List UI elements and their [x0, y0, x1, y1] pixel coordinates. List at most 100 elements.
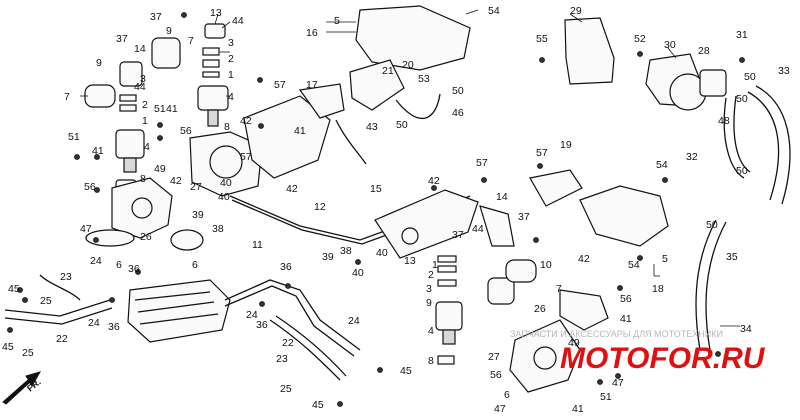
part-label: 57 [240, 151, 252, 163]
part-label: 50 [736, 93, 748, 105]
part-label: 36 [128, 263, 140, 275]
hose-34 [695, 219, 727, 351]
part-label: 57 [536, 147, 548, 159]
part-label: 56 [180, 125, 192, 137]
throttle-body-center [189, 83, 345, 197]
part-label: 1 [432, 259, 438, 271]
part-label: 24 [88, 317, 100, 329]
part-label: 35 [726, 251, 738, 263]
part-label: 50 [452, 85, 464, 97]
part-label: 50 [744, 71, 756, 83]
part-label: 51 [154, 103, 166, 115]
part-label: 37 [150, 11, 162, 23]
part-label: 55 [536, 33, 548, 45]
part-label: 57 [274, 79, 286, 91]
part-label: 50 [706, 219, 718, 231]
pressure-regulator-assembly [645, 53, 727, 111]
part-label: 11 [252, 239, 263, 251]
part-label: 45 [2, 341, 14, 353]
part-label: 6 [504, 389, 510, 401]
part-label: 24 [348, 315, 360, 327]
part-label: 47 [494, 403, 506, 415]
part-label: 43 [366, 121, 378, 133]
part-label: 37 [452, 229, 464, 241]
part-label: 39 [192, 209, 204, 221]
part-label: 51 [68, 131, 80, 143]
part-label: 22 [56, 333, 68, 345]
part-label: 20 [402, 59, 414, 71]
part-label: 54 [656, 159, 668, 171]
part-label: 47 [612, 377, 624, 389]
part-label: 36 [108, 321, 120, 333]
intake-cover-right [564, 17, 615, 85]
part-label: 8 [224, 121, 230, 133]
part-label: 42 [286, 183, 298, 195]
vacuum-hose-center [335, 93, 441, 165]
part-label: 41 [572, 403, 584, 415]
part-label: 2 [228, 53, 234, 65]
part-label: 40 [220, 177, 232, 189]
part-label: 42 [578, 253, 590, 265]
part-label: 56 [620, 293, 632, 305]
part-label: 4 [428, 325, 434, 337]
part-label: 10 [540, 259, 552, 271]
part-label: 50 [736, 165, 748, 177]
part-label: 26 [140, 231, 152, 243]
fasteners [7, 12, 745, 407]
part-label: 1 [142, 115, 148, 127]
part-label: 32 [686, 151, 698, 163]
part-label: 9 [96, 57, 102, 69]
air-intake-cover [349, 5, 471, 111]
part-label: 6 [116, 259, 122, 271]
part-label: 41 [92, 145, 104, 157]
part-label: 9 [426, 297, 432, 309]
part-label: 25 [22, 347, 34, 359]
part-label: 40 [218, 191, 230, 203]
part-label: 7 [64, 91, 70, 103]
part-label: 7 [188, 35, 194, 47]
part-label: 44 [232, 15, 244, 27]
rear-fuel-rail [374, 189, 515, 259]
part-label: 41 [620, 313, 632, 325]
hose-32 [723, 95, 751, 179]
part-label: 14 [496, 191, 508, 203]
part-label: 4 [144, 141, 150, 153]
injector-holder-lower [487, 259, 609, 393]
part-label: 57 [476, 157, 488, 169]
part-label: 44 [134, 81, 146, 93]
part-label: 29 [570, 5, 582, 17]
part-label: 18 [652, 283, 664, 295]
part-label: 13 [404, 255, 416, 267]
part-label: 9 [166, 25, 172, 37]
part-label: 23 [60, 271, 72, 283]
part-label: 21 [382, 65, 394, 77]
part-label: 8 [428, 355, 434, 367]
part-label: 52 [634, 33, 646, 45]
hose-33 [747, 85, 791, 205]
leader-lines [80, 9, 740, 327]
part-label: 19 [560, 139, 572, 151]
part-label: 30 [664, 39, 676, 51]
part-label: 12 [314, 201, 326, 213]
thermostat-housing-left [85, 177, 204, 251]
part-label: 56 [84, 181, 96, 193]
part-label: 45 [400, 365, 412, 377]
part-label: 42 [428, 175, 440, 187]
part-label: 14 [134, 43, 146, 55]
part-label: 23 [276, 353, 288, 365]
part-label: 47 [80, 223, 92, 235]
part-label: 38 [212, 223, 224, 235]
part-label: 51 [600, 391, 612, 403]
part-label: 7 [556, 283, 562, 295]
part-label: 49 [568, 337, 580, 349]
part-label: 46 [452, 107, 464, 119]
part-label: 25 [280, 383, 292, 395]
part-label: 54 [628, 259, 640, 271]
part-label: 39 [322, 251, 334, 263]
part-label: 45 [312, 399, 324, 411]
part-label: 15 [370, 183, 382, 195]
part-label: 8 [140, 173, 146, 185]
part-label: 53 [418, 73, 430, 85]
part-label: 2 [142, 99, 148, 111]
bracket-19 [529, 169, 583, 207]
